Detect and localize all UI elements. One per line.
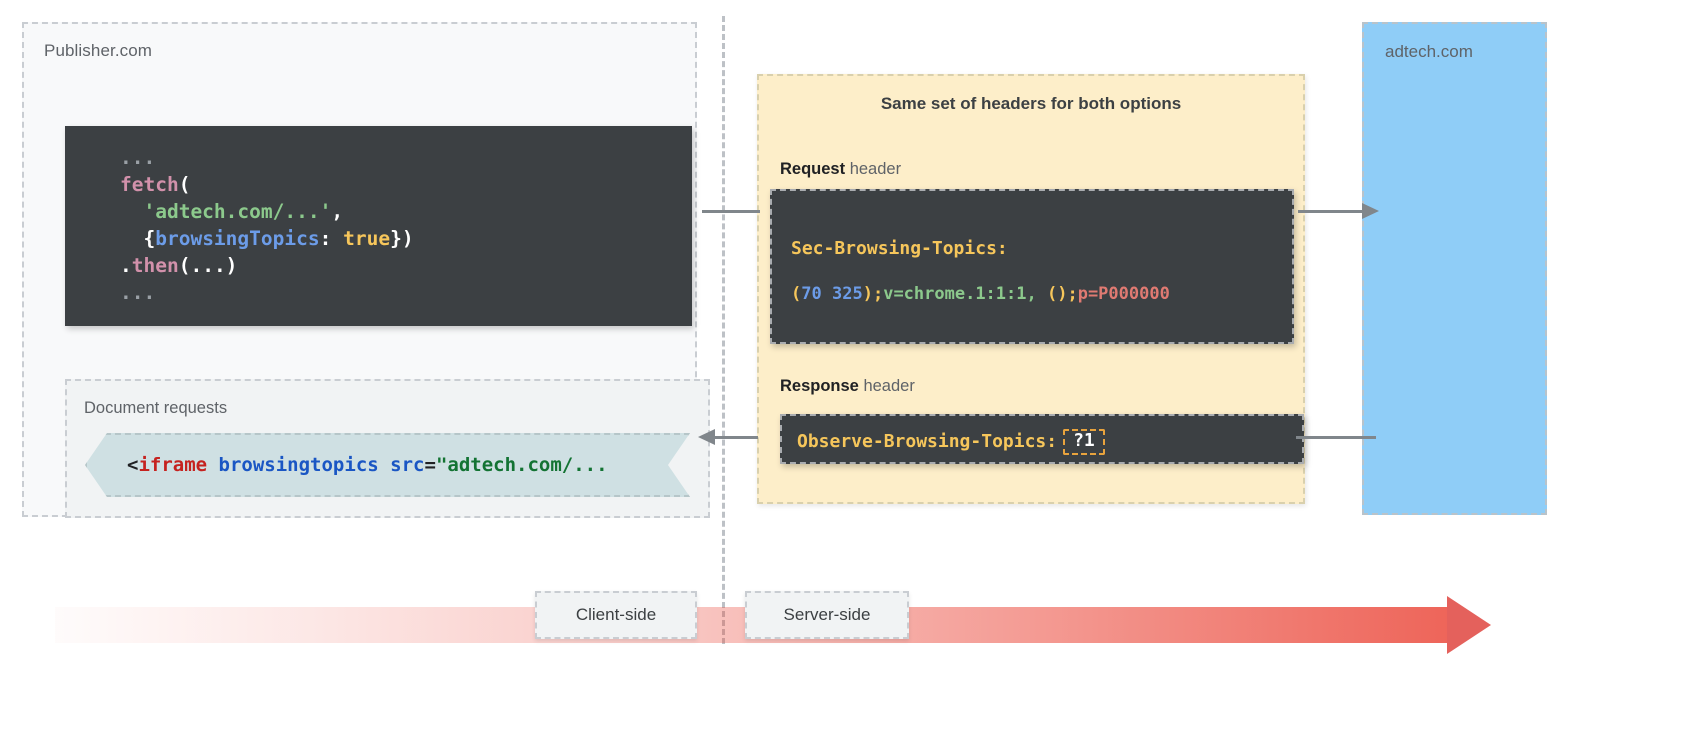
code-ellipsis-bottom: ... xyxy=(120,281,156,304)
header-semicolon-1: ; xyxy=(872,284,884,304)
connector-line xyxy=(712,436,758,439)
header-semicolon-2: ; xyxy=(1067,284,1078,304)
timeline-chip-client-side: Client-side xyxy=(535,591,697,639)
connector-line xyxy=(1298,210,1364,213)
response-header-caption-bold: Response xyxy=(780,377,859,395)
iframe-tag-name: iframe xyxy=(138,454,208,476)
code-fetch-keyword: fetch xyxy=(120,173,179,196)
header-paren-open: ( xyxy=(791,284,802,304)
fetch-code-block: ... fetch( 'adtech.com/...', {browsingTo… xyxy=(65,126,692,326)
code-brace-close: }) xyxy=(390,227,414,250)
header-topic-2: 325 xyxy=(831,284,863,304)
client-server-timeline: Client-side Server-side xyxy=(55,591,1491,654)
iframe-browsingtopics-attr: browsingtopics xyxy=(218,454,379,476)
publisher-panel-label: Publisher.com xyxy=(44,41,153,60)
request-header-name: Sec-Browsing-Topics: xyxy=(791,238,1008,259)
header-topic-space xyxy=(822,284,832,304)
response-header-caption: Response header xyxy=(780,377,915,396)
fetch-code-content: ... fetch( 'adtech.com/...', {browsingTo… xyxy=(65,126,692,306)
arrow-left-icon xyxy=(698,429,715,445)
code-brace-open: { xyxy=(143,227,156,250)
iframe-src-attr: src xyxy=(390,454,425,476)
header-topic-1: 70 xyxy=(801,284,822,304)
code-url-string: 'adtech.com/...' xyxy=(143,200,332,223)
response-header-box: Observe-Browsing-Topics:?1 xyxy=(780,414,1304,464)
code-then-args: (...) xyxy=(178,254,238,277)
headers-panel: Same set of headers for both options Req… xyxy=(757,74,1305,504)
request-header-caption-rest: header xyxy=(845,160,902,178)
code-ellipsis-top: ... xyxy=(120,146,156,169)
adtech-panel: adtech.com xyxy=(1362,22,1547,515)
request-header-value: (70 325);v=chrome.1:1:1, ();p=P000000 xyxy=(791,284,1170,304)
response-header-line: Observe-Browsing-Topics:?1 xyxy=(797,429,1105,455)
arrow-right-icon xyxy=(1362,203,1379,219)
adtech-panel-label: adtech.com xyxy=(1385,42,1473,61)
header-version: v=chrome.1:1:1, xyxy=(883,284,1037,304)
connector-line xyxy=(702,210,760,213)
document-requests-panel: Document requests <iframe browsingtopics… xyxy=(65,379,710,518)
code-then-keyword: then xyxy=(131,254,179,277)
request-header-box: Sec-Browsing-Topics: (70 325);v=chrome.1… xyxy=(770,189,1294,344)
header-paren-close: ) xyxy=(862,284,873,304)
iframe-markup-content: <iframe browsingtopics src="adtech.com/.… xyxy=(87,454,608,476)
request-header-caption: Request header xyxy=(780,160,901,179)
headers-panel-title: Same set of headers for both options xyxy=(880,94,1182,113)
header-precision: p=P000000 xyxy=(1077,284,1170,304)
response-header-caption-rest: header xyxy=(858,377,915,395)
code-option-key: browsingTopics xyxy=(155,227,320,250)
iframe-lt: < xyxy=(127,454,139,476)
header-empty-set: () xyxy=(1036,284,1068,304)
request-header-caption-bold: Request xyxy=(780,160,846,178)
code-open-paren: ( xyxy=(178,173,191,196)
code-colon: : xyxy=(319,227,332,250)
iframe-equals: = xyxy=(424,454,436,476)
client-server-divider xyxy=(722,16,725,644)
timeline-arrow-icon xyxy=(1447,596,1491,654)
document-requests-label: Document requests xyxy=(84,399,228,417)
code-option-value: true xyxy=(343,227,391,250)
publisher-panel: Publisher.com ... fetch( 'adtech.com/...… xyxy=(22,22,710,518)
response-header-value-highlight: ?1 xyxy=(1063,429,1105,455)
code-comma: , xyxy=(331,200,344,223)
timeline-chip-server-side: Server-side xyxy=(745,591,909,639)
iframe-src-value: "adtech.com/... xyxy=(435,454,608,476)
response-header-name: Observe-Browsing-Topics: xyxy=(797,431,1058,453)
connector-line xyxy=(1296,436,1376,439)
iframe-markup-chip: <iframe browsingtopics src="adtech.com/.… xyxy=(85,433,690,497)
code-then-dot: . xyxy=(120,254,132,277)
